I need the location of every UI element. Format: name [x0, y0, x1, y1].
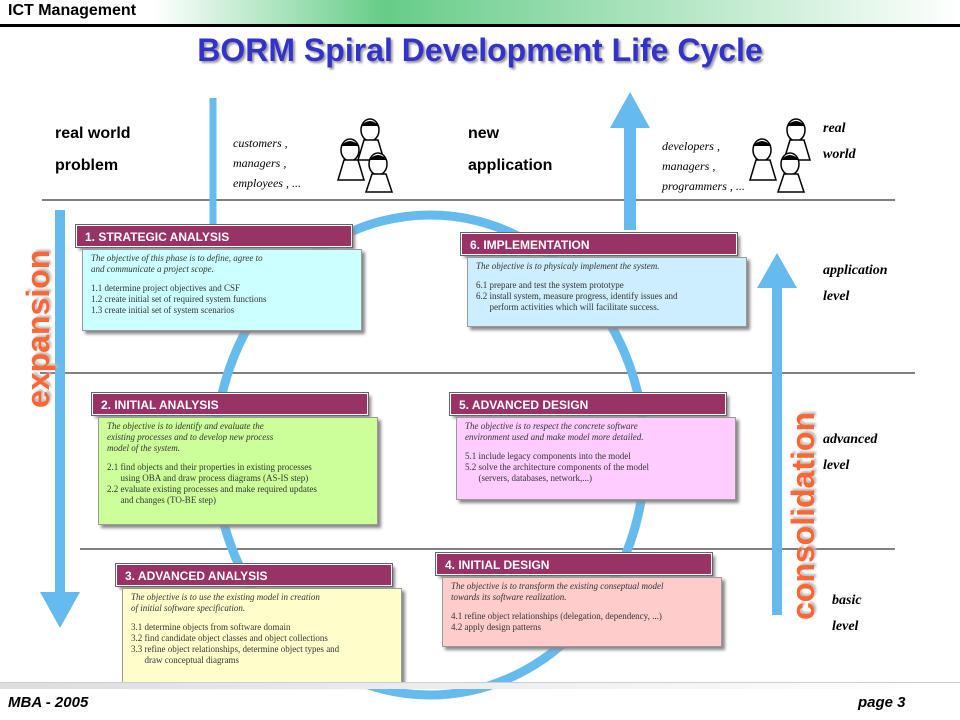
phase-5-body: The objective is to respect the concrete… — [456, 417, 736, 500]
exit-arrow-head — [610, 92, 650, 128]
exit-arrow-shaft — [624, 125, 636, 230]
phase-1-body: The objective of this phase is to define… — [82, 249, 362, 331]
level-real-world: real world — [823, 121, 856, 162]
phase-2-header: 2. INITIAL ANALYSIS — [91, 392, 369, 416]
phase-3-header: 3. ADVANCED ANALYSIS — [115, 563, 393, 587]
footer-course: MBA - 2005 — [8, 694, 89, 711]
stakeholder-roles-left: customers , managers , employees , ... — [233, 136, 301, 190]
phase-6-header: 6. IMPLEMENTATION — [460, 232, 738, 256]
consolidation-arrow-head — [757, 253, 797, 288]
phase-3-body: The objective is to use the existing mod… — [122, 588, 402, 684]
phase-5-header: 5. ADVANCED DESIGN — [449, 392, 727, 416]
page-number: page 3 — [858, 694, 906, 711]
level-application: application level — [823, 263, 888, 304]
page-title: BORM Spiral Development Life Cycle — [197, 32, 763, 68]
person-icon — [776, 152, 806, 193]
phase-4-header: 4. INITIAL DESIGN — [435, 552, 713, 576]
phase-1-header: 1. STRATEGIC ANALYSIS — [75, 224, 353, 248]
consolidation-arrow-shaft — [772, 285, 782, 615]
phase-2-body: The objective is to identify and evaluat… — [98, 417, 378, 525]
level-advanced: advanced level — [823, 432, 878, 473]
person-icon — [748, 138, 778, 181]
phase-6-body: The objective is to physicaly implement … — [467, 257, 747, 327]
person-icon — [336, 138, 366, 181]
new-application-label: new application — [468, 125, 553, 174]
expansion-arrow-shaft — [55, 210, 65, 595]
level-basic: basic level — [832, 593, 862, 634]
expansion-arrow-head — [40, 592, 80, 628]
phase-4-body: The objective is to transform the existi… — [442, 577, 722, 647]
person-icon — [364, 152, 394, 193]
header-bar — [0, 0, 960, 27]
stakeholder-roles-right: developers , managers , programmers , ..… — [662, 139, 745, 193]
real-world-problem-label: real world problem — [55, 125, 131, 174]
expansion-label: expansion — [20, 249, 56, 408]
footer-bar — [0, 682, 960, 689]
consolidation-label: consolidation — [785, 412, 821, 620]
course-label: ICT Management — [8, 2, 137, 19]
